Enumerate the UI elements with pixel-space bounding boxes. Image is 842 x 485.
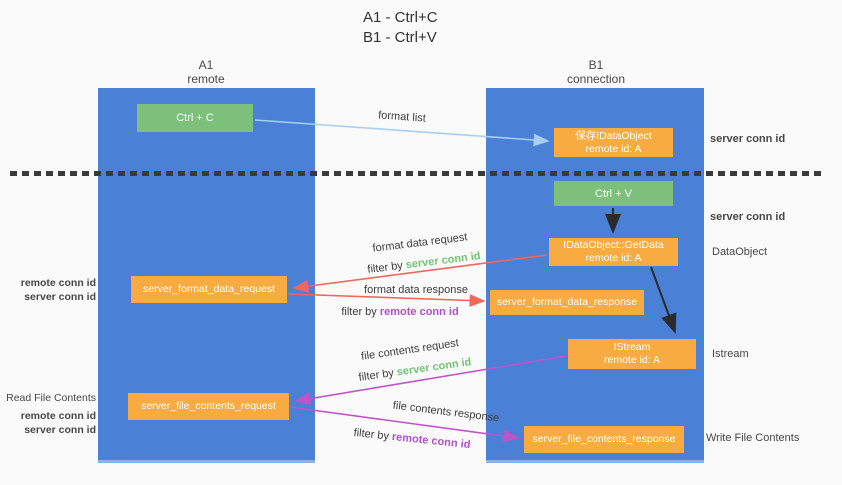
node-ctrl-c-label: Ctrl + C: [176, 112, 214, 124]
node-istream: IStream remote id: A: [568, 339, 696, 369]
title-line-2: B1 - Ctrl+V: [363, 29, 437, 46]
remote-conn-id-text: remote conn id: [391, 430, 471, 452]
node-istream-line2: remote id: A: [603, 354, 661, 366]
label-server-conn-id-right-top: server conn id: [710, 133, 786, 145]
lane-header-a1: A1 remote: [187, 58, 224, 86]
label-write-file-contents: Write File Contents: [706, 432, 800, 444]
label-istream: Istream: [712, 348, 749, 360]
node-file-response-label: server_file_contents_response: [532, 433, 676, 445]
node-idataobject-getdata: IDataObject::GetData remote id: A: [549, 238, 678, 266]
lane-b1-subtitle: connection: [566, 72, 626, 86]
node-save-dataobject-line2: remote id: A: [585, 142, 642, 155]
label-format-data-request: format data request: [371, 231, 469, 255]
node-ctrl-c: Ctrl + C: [137, 104, 253, 132]
node-getdata-line2: remote id: A: [585, 252, 642, 264]
label-remote-conn-id-left-1: remote conn id: [20, 277, 96, 289]
node-ctrl-v: Ctrl + V: [554, 181, 673, 206]
title-line-1: A1 - Ctrl+C: [363, 9, 438, 26]
remote-conn-id-text: remote conn id: [379, 306, 459, 318]
node-format-request-label: server_format_data_request: [143, 283, 275, 295]
diagram-title: A1 - Ctrl+C B1 - Ctrl+V: [363, 8, 438, 48]
label-server-conn-id-left-1: server conn id: [24, 291, 96, 303]
node-save-dataobject: 保存IDataObject remote id: A: [554, 128, 673, 157]
label-dataobject: DataObject: [712, 246, 768, 258]
label-file-contents-response: file contents response: [392, 399, 500, 425]
node-format-response-label: server_format_data_response: [496, 296, 638, 308]
node-istream-line1: IStream: [613, 341, 651, 353]
filter-by-text: filter by: [366, 259, 407, 276]
filter-by-text: filter by: [357, 366, 398, 384]
filter-by-text: filter by: [353, 426, 393, 443]
node-server-file-contents-request: server_file_contents_request: [128, 393, 289, 420]
lane-a1-name: A1: [198, 58, 214, 72]
node-save-dataobject-line1: 保存IDataObject: [575, 129, 652, 142]
node-file-request-label: server_file_contents_request: [141, 400, 276, 412]
lane-a1-subtitle: remote: [187, 72, 225, 86]
node-server-format-data-response: server_format_data_response: [490, 290, 644, 315]
label-server-conn-id-left-2: server conn id: [24, 424, 96, 436]
node-server-format-data-request: server_format_data_request: [131, 276, 287, 303]
lane-b1-name: B1: [588, 58, 604, 72]
server-conn-id-text: server conn id: [405, 250, 482, 272]
node-getdata-line1: IDataObject::GetData: [563, 239, 664, 251]
filter-by-text: filter by: [341, 306, 380, 318]
label-filter-by-remote-conn-id-1: filter by remote conn id: [341, 306, 458, 318]
label-format-list: format list: [377, 109, 427, 125]
node-ctrl-v-label: Ctrl + V: [595, 187, 632, 200]
node-server-file-contents-response: server_file_contents_response: [524, 426, 684, 453]
label-server-conn-id-right-mid: server conn id: [710, 211, 786, 223]
dotted-separator-line: [10, 171, 824, 176]
server-conn-id-text: server conn id: [395, 356, 473, 379]
label-remote-conn-id-left-2: remote conn id: [20, 410, 96, 422]
label-format-data-response: format data response: [364, 284, 468, 296]
lane-header-b1: B1 connection: [567, 58, 625, 86]
label-read-file-contents: Read File Contents: [6, 392, 96, 404]
label-filter-by-remote-conn-id-2: filter by remote conn id: [353, 427, 471, 451]
label-filter-by-server-conn-id-1: filter by server conn id: [367, 250, 481, 276]
